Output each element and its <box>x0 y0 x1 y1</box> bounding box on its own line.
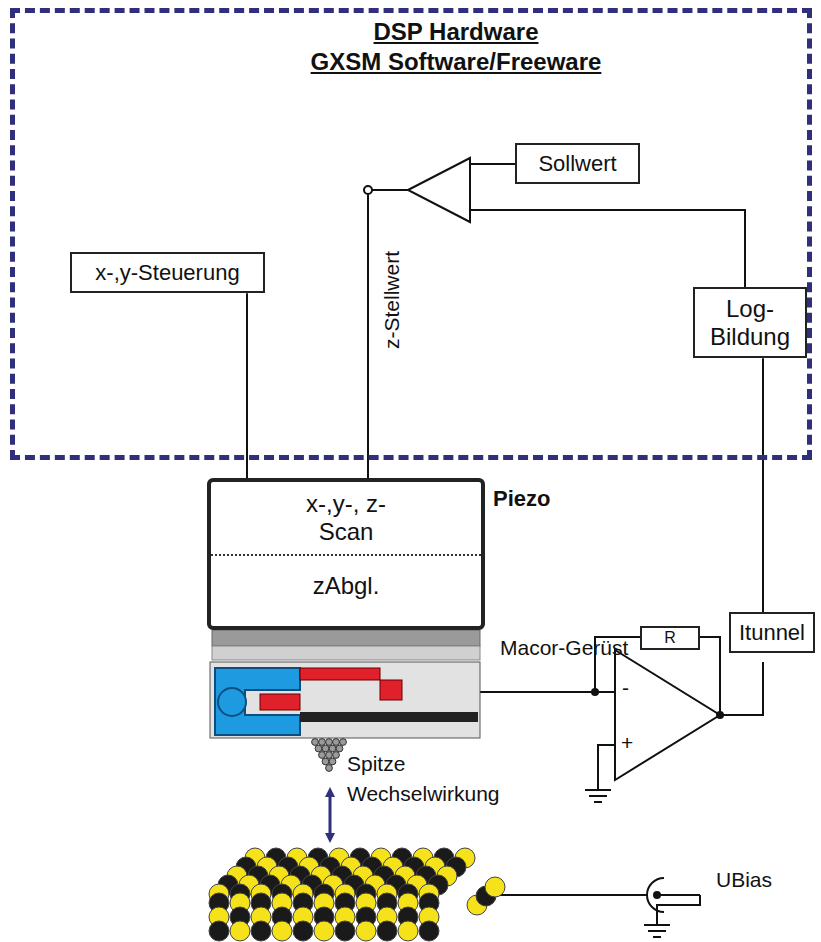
tip-atom <box>326 739 333 746</box>
piezo-box: Piezox-,y-, z-ScanzAbgl. <box>207 478 485 630</box>
region-title: DSP HardwareGXSM Software/Freeware <box>15 17 807 77</box>
pin-sign: - <box>622 676 629 700</box>
opamp-symbol <box>615 650 720 780</box>
tip-atom <box>322 758 329 765</box>
signal-name: z-Stellwert <box>380 251 404 349</box>
signal-name: UBias <box>716 868 772 892</box>
adjust-label: zAbgl. <box>211 572 481 600</box>
current-box: Itunnel <box>729 612 815 653</box>
tip-atom <box>333 739 340 746</box>
scan-label: x-,y-, z-Scan <box>281 490 411 545</box>
sample-atom <box>251 921 271 941</box>
dsp-region: DSP HardwareGXSM Software/FreewareSollwe… <box>10 8 812 460</box>
tip-atom <box>319 739 326 746</box>
pin-sign: + <box>621 731 633 755</box>
sample-atom <box>209 921 229 941</box>
sample-atom <box>485 877 505 897</box>
part-name: Piezo <box>493 486 550 512</box>
part-name: Macor-Gerüst <box>500 636 628 660</box>
box-label: R <box>648 629 692 647</box>
box-label: Itunnel <box>739 620 805 645</box>
xy-control-box: x-,y-Steuerung <box>70 252 265 293</box>
interaction-arrow <box>329 792 332 838</box>
tip-atom <box>329 745 336 752</box>
sample-atom <box>419 921 439 941</box>
sample-atom <box>356 921 376 941</box>
macor-frame <box>210 630 480 738</box>
tip-atom <box>329 758 336 765</box>
box-label: Log-Bildung <box>703 295 797 350</box>
tip-atom <box>322 745 329 752</box>
comparator-symbol <box>408 158 470 222</box>
sample-atom <box>293 921 313 941</box>
region-title-line: DSP Hardware <box>105 17 807 47</box>
box-label: x-,y-Steuerung <box>80 260 255 285</box>
log-box: Log-Bildung <box>693 287 807 358</box>
tip-atom <box>326 765 333 772</box>
signal-wire <box>246 293 248 478</box>
tip-atom <box>312 739 319 746</box>
sample-atom <box>335 921 355 941</box>
tip-atom <box>333 752 340 759</box>
tip-atom <box>319 752 326 759</box>
signal-wire <box>762 358 764 612</box>
tip-atom <box>315 745 322 752</box>
sample-atom <box>272 921 292 941</box>
divider-line <box>211 554 481 556</box>
sample-atom <box>398 921 418 941</box>
tip-atom <box>326 752 333 759</box>
resistor-symbol: R <box>640 626 700 650</box>
note: Wechselwirkung <box>347 782 500 806</box>
region-title-line: GXSM Software/Freeware <box>105 47 807 77</box>
sample-atom <box>230 921 250 941</box>
setpoint-box: Sollwert <box>515 143 640 184</box>
sample-atom <box>377 921 397 941</box>
tip-atom <box>340 739 347 746</box>
box-label: Sollwert <box>525 151 630 176</box>
sample-atoms <box>209 848 505 941</box>
sample-atom <box>314 921 334 941</box>
tip-atoms <box>312 739 347 772</box>
part-name: Spitze <box>347 752 405 776</box>
tip-atom <box>336 745 343 752</box>
